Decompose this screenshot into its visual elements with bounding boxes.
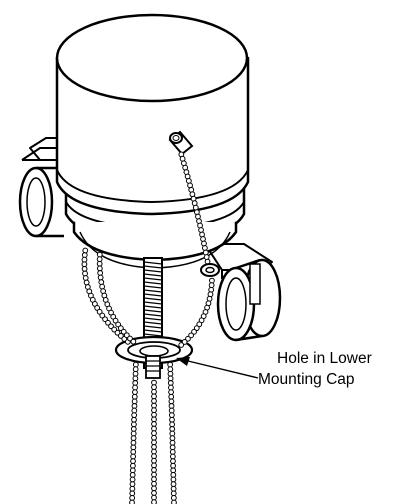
right-roller [216,258,282,342]
callout-arrow [176,357,259,379]
callout-label-line1: Hole in Lower [277,350,372,367]
chain-grommet [168,130,194,156]
bracket-ring [200,263,220,277]
callout-label-line2: Mounting Cap [258,371,355,388]
rod-lower [145,355,161,379]
cylinder-housing [55,13,250,216]
